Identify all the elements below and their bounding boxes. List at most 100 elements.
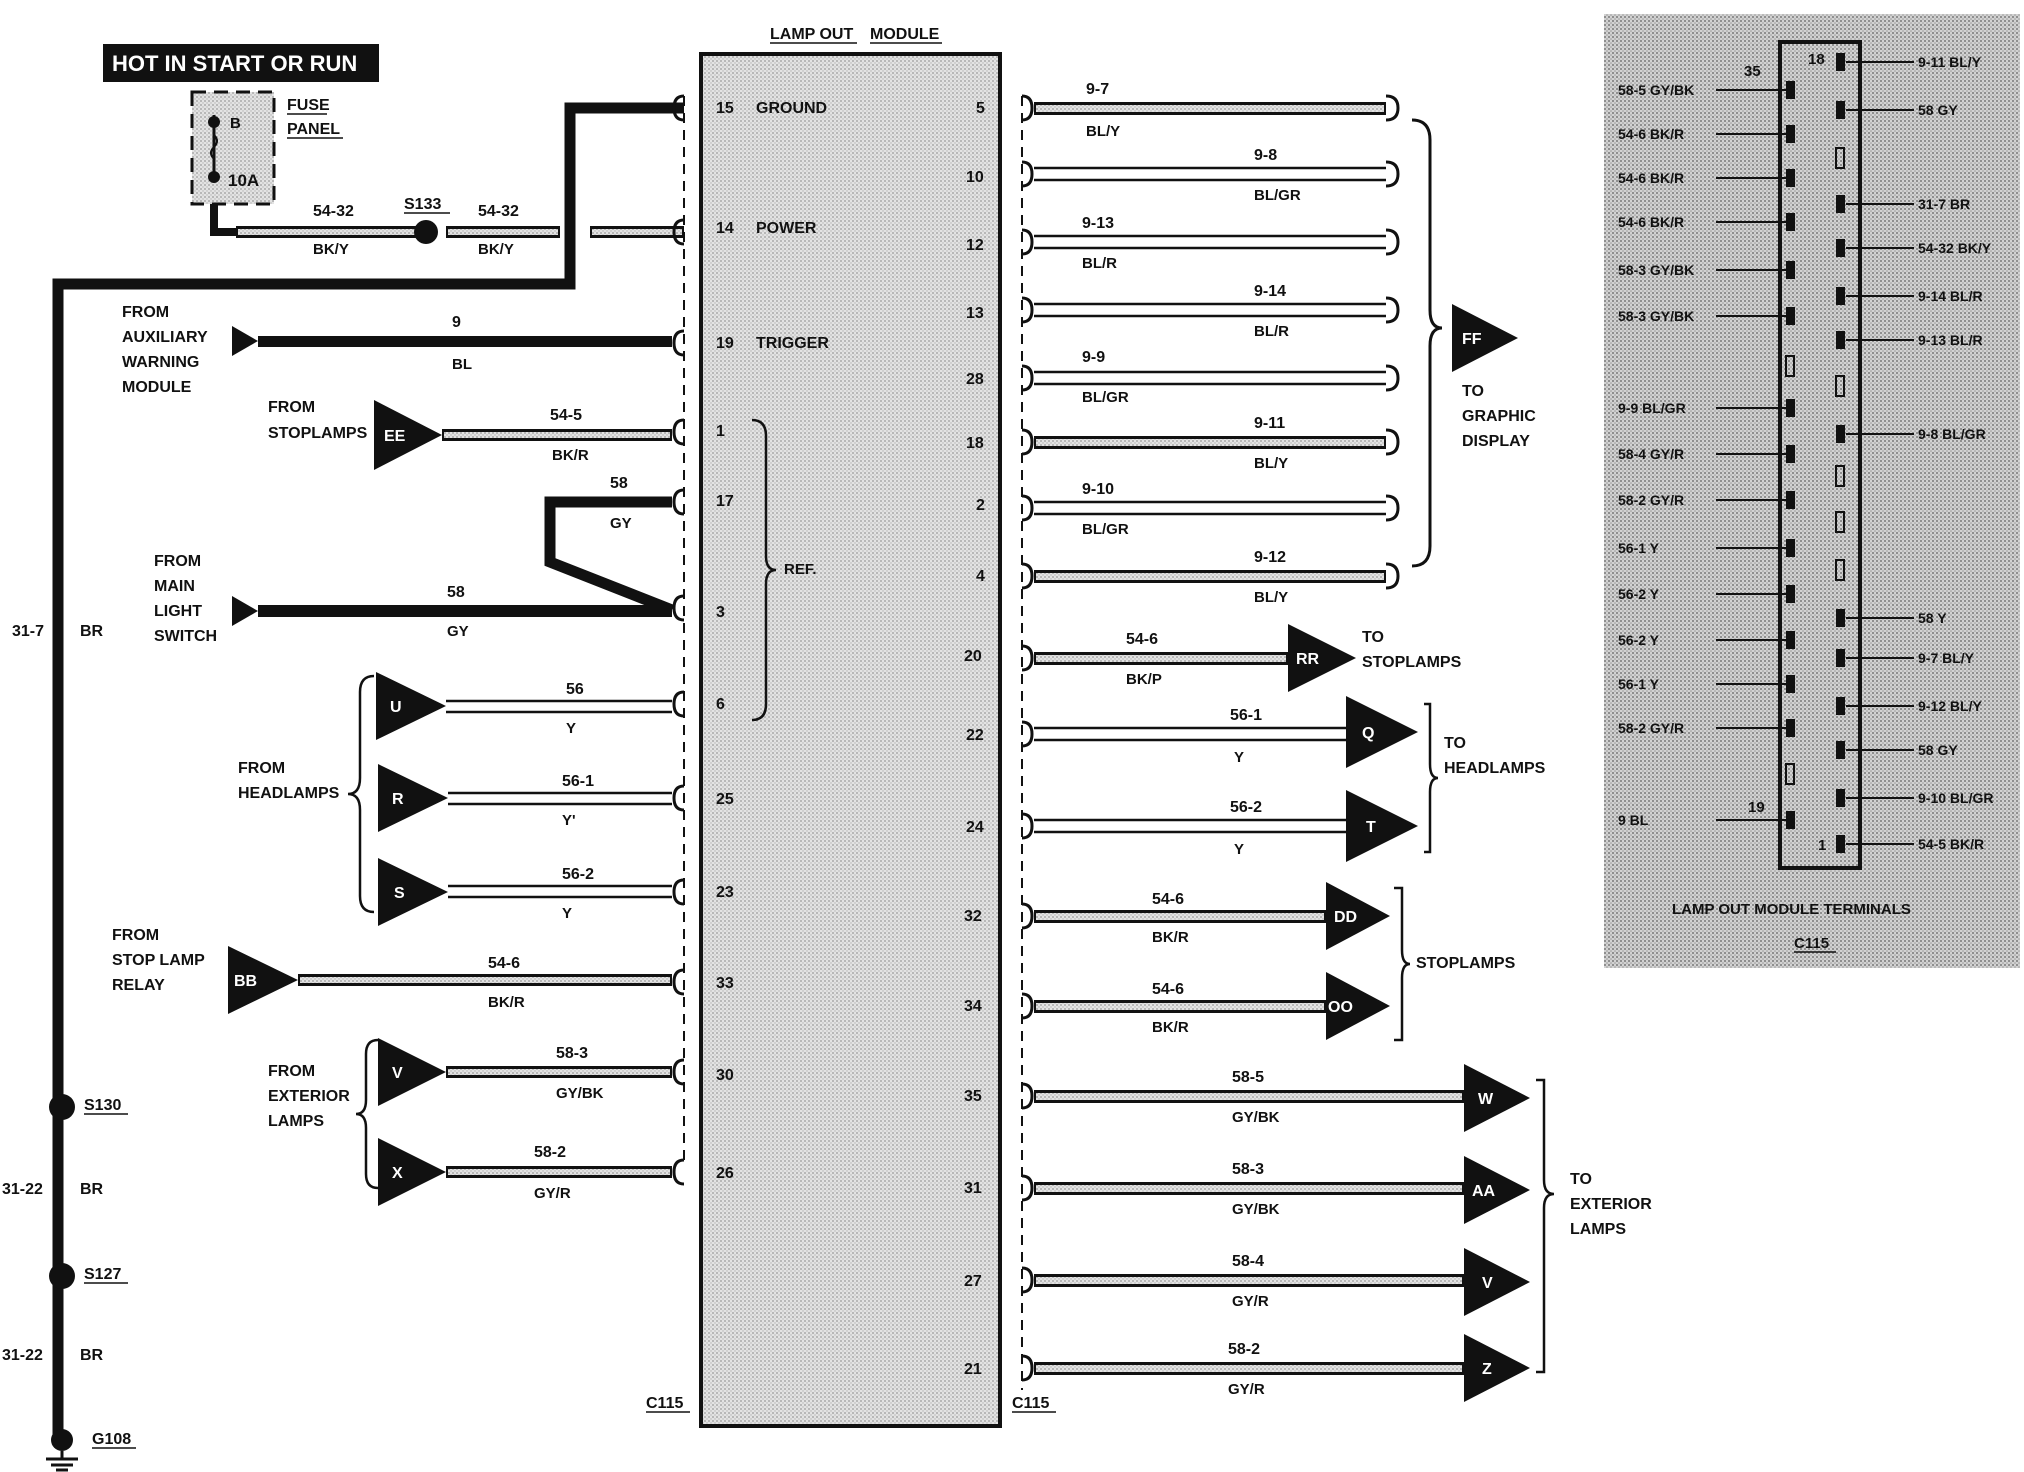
terminal-right-label: 58 GY [1918, 742, 1958, 758]
ground-circuit-31-22b: 31-22 [2, 1347, 43, 1364]
marker-bb-label: BB [234, 973, 257, 990]
terminal-right-label: 9-14 BL/R [1918, 288, 1983, 304]
terminal-left-row: 58-5 GY/BK [1618, 81, 1795, 99]
wire-56-2-right [1034, 818, 1346, 834]
s130-splice [49, 1094, 75, 1120]
svg-text:23: 23 [716, 884, 734, 901]
terminal-left-label: 56-2 Y [1618, 586, 1660, 602]
svg-text:TO: TO [1462, 383, 1484, 400]
left-pin-3: 3 [716, 604, 725, 621]
ground-circuit-31-22a: 31-22 [2, 1181, 43, 1198]
svg-text:TRIGGER: TRIGGER [756, 335, 829, 352]
wire-58-2-right-color: GY/R [1228, 1381, 1265, 1398]
wire-54-6-oo [1036, 1003, 1324, 1010]
terminal-right-row: 58 Y [1836, 609, 1947, 627]
wire-9-11-circuit: 9-11 [1254, 415, 1285, 432]
wire-54-6-left-color: BK/R [488, 994, 525, 1011]
marker-x-label: X [392, 1165, 403, 1182]
svg-text:GRAPHIC: GRAPHIC [1462, 408, 1536, 425]
right-pin-32: 32 [964, 908, 982, 925]
wire-9-13-circuit: 9-13 [1082, 215, 1114, 232]
aux-warning-arrow [232, 326, 258, 356]
marker-w [1464, 1064, 1530, 1132]
terminal-right-row: 58 GY [1836, 741, 1958, 759]
wire-58-5-circuit: 58-5 [1232, 1069, 1264, 1086]
fuse-panel: B 10A [190, 90, 276, 206]
terminal-pin-1: 1 [1818, 837, 1826, 854]
marker-s-label: S [394, 885, 405, 902]
svg-text:6: 6 [716, 696, 725, 713]
wire-54-6-oo-circuit: 54-6 [1152, 981, 1184, 998]
wire-9-13-color: BL/R [1082, 255, 1117, 272]
svg-text:3: 3 [716, 604, 725, 621]
feed-color-a: BK/Y [313, 241, 349, 258]
terminal-left-row: 58-2 GY/R [1618, 491, 1795, 509]
wire-54-6-rr-color: BK/P [1126, 671, 1162, 688]
terminal-left-label: 58-3 GY/BK [1618, 308, 1694, 324]
svg-text:TO: TO [1444, 735, 1466, 752]
terminal-left-row: 54-6 BK/R [1618, 213, 1795, 231]
c115-right-label: C115 [1012, 1395, 1049, 1412]
svg-text:17: 17 [716, 493, 734, 510]
right-pin-5: 5 [976, 100, 985, 117]
wire-58-loop-circuit: 58 [610, 475, 628, 492]
terminal-left-label: 56-1 Y [1618, 676, 1660, 692]
left-pin-17: 17 [716, 493, 734, 510]
s133-label: S133 [404, 196, 441, 213]
wire-54-6-dd-color: BK/R [1152, 929, 1189, 946]
terminal-right-label: 9-10 BL/GR [1918, 790, 1993, 806]
svg-text:SWITCH: SWITCH [154, 628, 217, 645]
wire-56-1-color: Y' [562, 812, 576, 829]
wire-58-3-left-color: GY/BK [556, 1085, 604, 1102]
svg-text:TO: TO [1362, 629, 1384, 646]
left-pin-6: 6 [716, 696, 725, 713]
wire-54-6-rr [1036, 655, 1286, 662]
svg-text:TO: TO [1570, 1171, 1592, 1188]
wire-9-9-circuit: 9-9 [1082, 349, 1105, 366]
left-pin-30: 30 [716, 1067, 734, 1084]
marker-s [378, 858, 448, 926]
wire-58-main [258, 605, 672, 617]
terminal-left-row: 9 BL [1618, 811, 1795, 829]
left-pin-1: 1 [716, 423, 725, 440]
terminal-right-label: 9-13 BL/R [1918, 332, 1983, 348]
lamp-out-module [699, 52, 1002, 1428]
marker-rr-label: RR [1296, 651, 1320, 668]
feed-circuit-a: 54-32 [313, 203, 354, 220]
wire-9-10-color: BL/GR [1082, 521, 1129, 538]
module-title-2: MODULE [870, 26, 940, 43]
c115-left-label: C115 [646, 1395, 683, 1412]
left-pin-33: 33 [716, 975, 734, 992]
wire-56-1-right-circuit: 56-1 [1230, 707, 1262, 724]
svg-text:LIGHT: LIGHT [154, 603, 202, 620]
g108-label: G108 [92, 1431, 131, 1448]
terminal-left-label: 58-5 GY/BK [1618, 82, 1694, 98]
wire-54-6-oo-color: BK/R [1152, 1019, 1189, 1036]
wire-54-6-left-circuit: 54-6 [488, 955, 520, 972]
terminal-left-row: 56-2 Y [1618, 585, 1795, 603]
wire-56-color: Y [566, 720, 576, 737]
wire-58-3-left-circuit: 58-3 [556, 1045, 588, 1062]
terminal-left-label: 58-3 GY/BK [1618, 262, 1694, 278]
ground-color-31-22b: BR [80, 1347, 104, 1364]
feed-wire-a [236, 226, 420, 238]
wire-56-1-right-color: Y [1234, 749, 1244, 766]
feed-color-b: BK/Y [478, 241, 514, 258]
marker-v-right-label: V [1482, 1275, 1493, 1292]
svg-text:FROM: FROM [268, 399, 315, 416]
graphic-display-brace [1411, 118, 1443, 568]
terminal-right-row: 9-10 BL/GR [1836, 789, 1993, 807]
feed-wire-54-32 [210, 204, 236, 236]
marker-r-label: R [392, 791, 404, 808]
terminal-left-label: 58-4 GY/R [1618, 446, 1684, 462]
svg-text:FROM: FROM [112, 927, 159, 944]
wire-54-6-dd [1036, 913, 1324, 920]
svg-text:15: 15 [716, 100, 734, 117]
terminal-left-label: 54-6 BK/R [1618, 126, 1684, 142]
wire-54-6-left [300, 977, 670, 983]
terminal-pin-35: 35 [1744, 63, 1761, 80]
terminal-left-row: 54-6 BK/R [1618, 125, 1795, 143]
